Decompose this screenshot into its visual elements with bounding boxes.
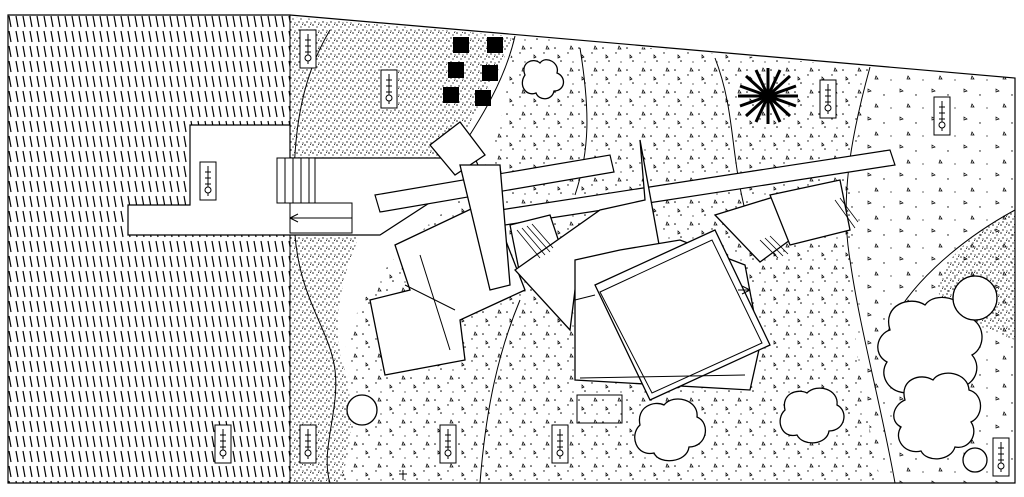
building-details: [404, 239, 763, 424]
east-annex: [769, 179, 851, 246]
tree-medium: [634, 398, 707, 462]
central-core: [459, 164, 511, 291]
planters: [443, 37, 503, 106]
elevation-marker: [933, 96, 951, 136]
elevation-marker: [214, 424, 232, 464]
entrance-stairs: [276, 157, 353, 234]
elevation-marker: [380, 69, 398, 109]
elevation-marker: [299, 424, 317, 464]
tree-small-left: [346, 394, 378, 426]
north-arrow-icon: [399, 470, 407, 480]
elevation-marker: [551, 424, 569, 464]
trees: [346, 59, 998, 473]
tree-small-top: [521, 59, 565, 100]
elevation-marker: [199, 161, 217, 201]
elevation-marker: [299, 29, 317, 69]
wing-west: [429, 121, 486, 176]
elevation-marker: [819, 79, 837, 119]
elevation-marker: [439, 424, 457, 464]
tree-right-bottom: [962, 447, 988, 473]
palm-tree: [738, 68, 798, 124]
tree-medium-right: [779, 387, 845, 444]
building-volumes: [369, 121, 851, 401]
interior-stairs: [516, 197, 859, 259]
elevation-marker: [992, 437, 1010, 477]
rotated-pavilion: [594, 229, 771, 401]
tree-right-upper: [952, 275, 998, 321]
tree-cluster-lower: [893, 372, 982, 460]
elevation-markers: [199, 29, 1010, 477]
tiled-roof-area: [7, 14, 291, 484]
